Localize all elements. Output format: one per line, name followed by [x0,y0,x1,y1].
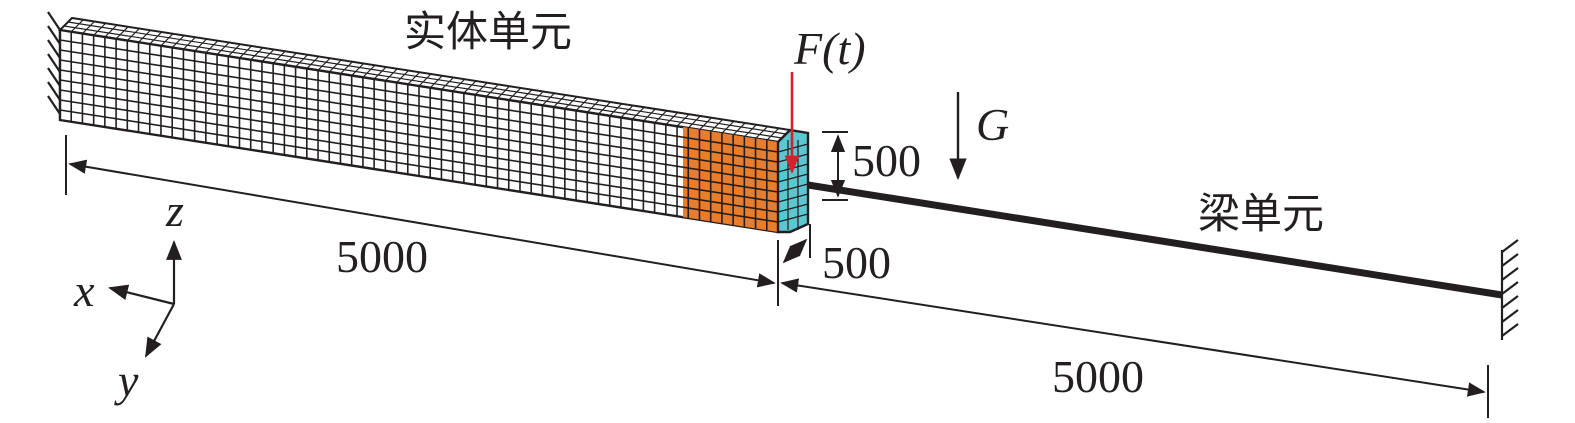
mesh-line [631,106,645,120]
mesh-line [485,84,499,97]
solid-element-label: 实体单元 [404,7,572,56]
mesh-line [171,35,185,48]
mesh-line [104,24,118,38]
mesh-line [642,108,656,122]
dimension-lines [65,131,1489,418]
mesh-line [654,110,668,124]
mesh-line [463,80,477,94]
beam-length-label: 5000 [1052,351,1144,402]
mesh-line [138,29,151,43]
mesh-line [710,119,724,132]
mesh-line [519,89,533,103]
mesh-line [182,36,196,50]
mesh-line [609,103,623,117]
mesh-line [699,117,712,131]
mesh-line [452,78,466,92]
mesh-line [93,22,107,36]
mesh-line [575,98,589,111]
mesh-line [429,75,443,89]
mesh-line [508,87,522,101]
mesh-line [261,49,275,62]
axis-z-label: z [165,185,184,236]
mesh-line [272,50,286,64]
mesh-line [687,115,701,129]
mesh-line [676,113,690,127]
mesh-line [59,59,779,173]
mesh-line [777,173,809,183]
dim-arrow-section-width [782,238,808,264]
beam-element-label: 梁单元 [1198,189,1324,238]
end-face-grid [777,140,809,230]
fixed-support-right [1500,239,1519,340]
mesh-line [126,28,140,41]
section-width-label: 500 [822,237,891,288]
mesh-line [373,66,387,80]
mesh-line [743,124,757,138]
mesh-line [474,82,488,96]
mesh-line [362,64,376,78]
mesh-line [396,70,409,83]
mesh-line [665,112,679,125]
mesh-line [407,71,421,85]
mesh-line [351,63,365,76]
force-label: F(t) [793,23,866,74]
mesh-line [160,33,174,47]
mesh-line [441,77,454,90]
mesh-line [530,91,544,104]
mesh-line [227,43,241,57]
mesh-line [384,68,398,82]
mesh-line [317,57,331,71]
mesh-line [59,49,779,163]
axis-x-label: x [73,265,95,316]
mesh-line [250,47,264,61]
mesh-line [59,39,779,153]
mesh-line [295,54,309,68]
axis-y-arrow [145,303,175,358]
mesh-line [755,126,768,139]
section-height-label: 500 [852,135,921,186]
mesh-line [620,105,634,118]
mesh-line [149,31,163,45]
mesh-line [283,52,297,66]
gravity-label: G [976,99,1009,150]
dim-arrow-solid-length [68,159,776,288]
mesh-line [777,203,809,213]
mesh-line [194,38,208,52]
coordinate-axes [108,240,182,358]
mesh-line [586,99,600,113]
mesh-line [115,26,129,40]
mesh-line [418,73,432,87]
mesh-line [777,183,809,193]
mesh-line [67,21,787,135]
mesh-line [721,120,735,134]
mesh-line [239,45,252,59]
mesh-line [82,21,95,34]
solid-length-label: 5000 [336,231,428,282]
beam-element-line [807,181,1503,299]
mesh-line [777,213,809,223]
mesh-line [306,56,320,69]
mesh-line [340,61,353,75]
mesh-line [553,94,567,108]
fixed-support-left [47,11,62,120]
mesh-line [63,25,783,139]
mesh-line [777,193,809,203]
mesh-line [598,101,611,115]
mesh-line [541,92,555,106]
axis-x-arrow [108,284,175,306]
mesh-line [732,122,746,136]
axis-y-label: y [114,355,139,406]
mesh-line [564,96,578,110]
mesh-line [497,85,510,99]
dim-arrow-beam-length [780,278,1486,397]
mesh-line [766,127,780,141]
mesh-line [70,19,84,33]
mesh-line [205,40,219,54]
mesh-line [216,42,230,55]
mesh-line [328,59,342,73]
